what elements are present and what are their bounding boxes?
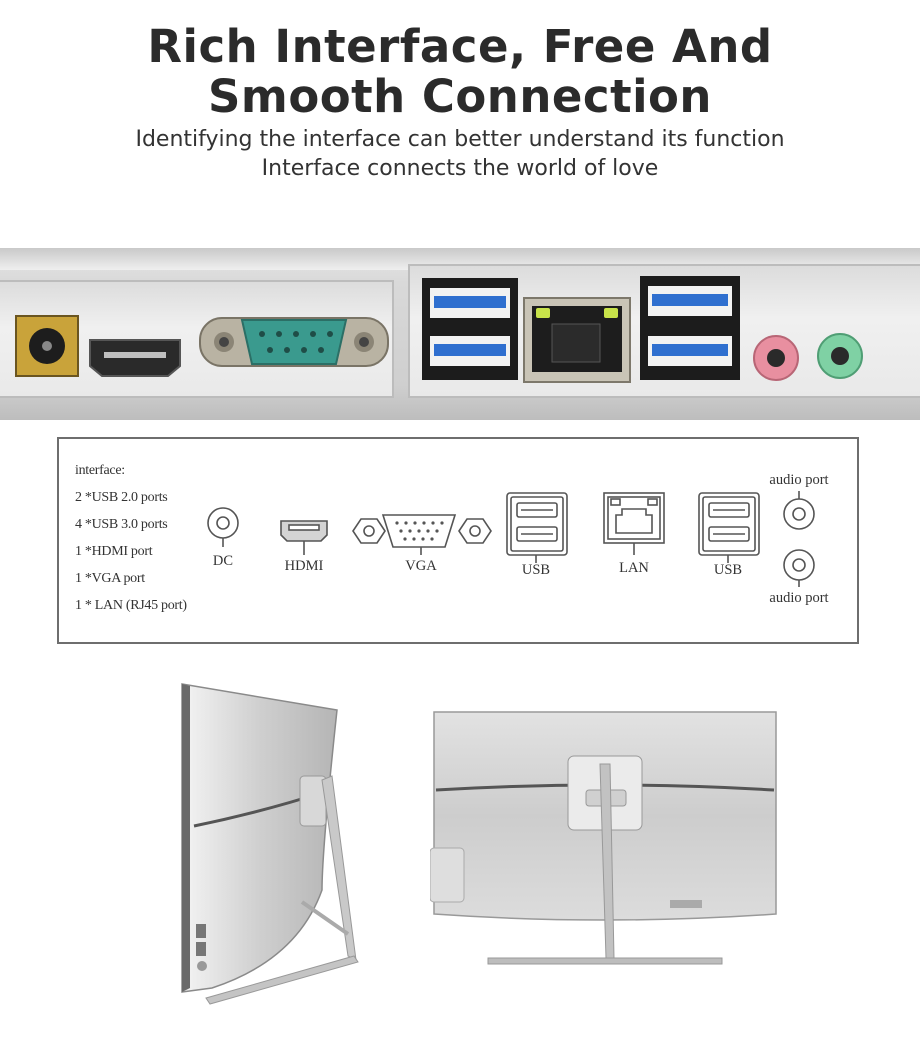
port-panel-ports [15,276,863,383]
title-line-2: Smooth Connection [208,70,712,123]
title-line-1: Rich Interface, Free And [147,20,773,73]
lan-port-icon [523,297,631,383]
usb-left-label: USB [521,562,551,578]
monitor-rear-view-photo [430,711,777,965]
lan-label: LAN [619,560,649,576]
port-panel-photo [0,248,920,420]
interface-item: 2 *USB 2.0 ports [75,490,168,505]
headline: Rich Interface, Free And Smooth Connecti… [0,22,920,182]
audio-top-label: audio port [769,472,829,488]
subtitle-line-1: Identifying the interface can better und… [135,127,785,152]
hdmi-diagram-icon [280,520,328,555]
lan-diagram-icon [603,492,665,555]
interface-item: 4 *USB 3.0 ports [75,517,168,532]
monitor-side-view-photo [181,683,359,1005]
interface-item: 1 *VGA port [75,571,145,586]
dc-label: DC [212,553,234,569]
interface-item: 1 * LAN (RJ45 port) [75,598,187,613]
usb3-stack-left-icon [422,278,518,380]
audio-bottom-label: audio port [769,590,829,606]
usb-right-diagram-icon [698,492,760,563]
audio-bottom-diagram-icon [783,549,815,587]
interface-list: interface: 2 *USB 2.0 ports 4 *USB 3.0 p… [75,463,187,625]
hdmi-port-icon [89,339,181,377]
audio-top-diagram-icon [783,491,815,530]
usb-left-diagram-icon [506,492,568,563]
dc-jack-icon [15,315,79,377]
dc-diagram-icon [207,507,239,547]
interface-heading: interface: [75,463,125,478]
port-diagram: interface: 2 *USB 2.0 ports 4 *USB 3.0 p… [57,437,859,644]
vga-label: VGA [405,558,437,574]
subtitle-line-2: Interface connects the world of love [261,156,659,181]
serial-port-icon [199,317,389,367]
usb-right-label: USB [713,562,743,578]
audio-jack-green-icon [817,333,863,379]
hdmi-label: HDMI [284,558,324,574]
diagram-port-icons [207,491,815,587]
usb3-stack-right-icon [640,276,740,380]
vga-diagram-icon [352,514,492,555]
audio-jack-pink-icon [753,335,799,381]
interface-item: 1 *HDMI port [75,544,153,559]
